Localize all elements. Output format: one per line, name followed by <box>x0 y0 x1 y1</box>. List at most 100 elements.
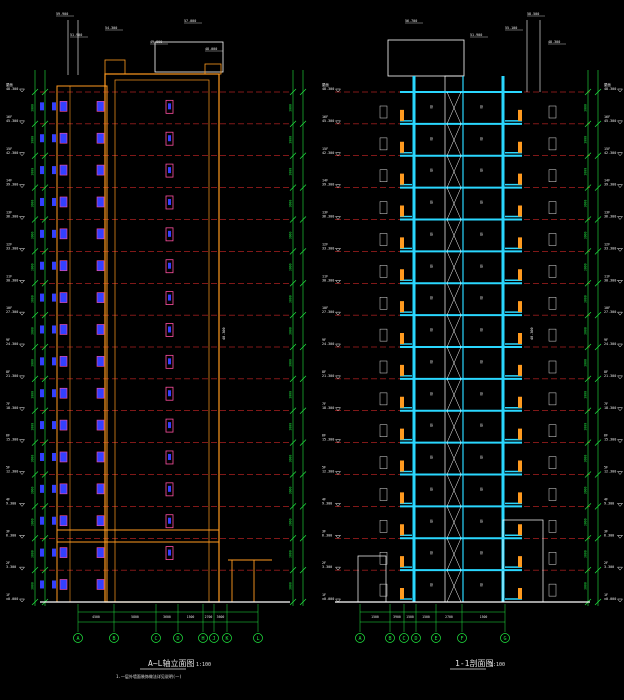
room-label: 卧 <box>430 104 434 109</box>
dimension-tick <box>31 471 39 478</box>
floor-height-dim: 3000 <box>31 359 35 367</box>
floor-level: 21.300 <box>322 374 334 378</box>
section-side-window <box>548 552 557 565</box>
room-label: 卧 <box>480 327 484 332</box>
section-side-window <box>379 265 388 278</box>
balcony-rail-right <box>518 173 522 185</box>
room-label: 卧 <box>480 263 484 268</box>
level-triangle <box>616 184 624 189</box>
axis-label: E <box>434 636 437 642</box>
axis-bubble <box>198 633 208 643</box>
dimension-tick <box>41 503 49 510</box>
dimension-tick <box>594 88 602 96</box>
balcony-rail-left <box>400 333 404 344</box>
dimension-tick <box>41 311 49 319</box>
elevation-inner-body <box>114 79 210 603</box>
floor-tag: 10F <box>322 306 328 310</box>
balcony-rail-right <box>518 109 522 121</box>
dimension-tick <box>289 439 297 446</box>
bottom-dim-text: 4500 <box>92 615 100 619</box>
floor-tag: 4F <box>322 497 326 501</box>
axis-bubble <box>253 633 263 643</box>
edge-window <box>40 134 44 143</box>
stair-window-glass <box>168 262 171 269</box>
floor-level: 6.300 <box>6 533 16 537</box>
floor-tag: 5F <box>604 466 608 470</box>
side-window <box>59 483 68 495</box>
dimension-tick <box>584 375 592 383</box>
edge-window <box>52 452 56 461</box>
floor-height-dim: 3000 <box>31 295 35 303</box>
dimension-tick <box>289 566 297 574</box>
section-scale: 1:100 <box>490 662 505 668</box>
dimension-tick <box>299 88 307 96</box>
dimension-tick <box>299 311 307 319</box>
room-label: 卧 <box>480 550 484 555</box>
side-window <box>59 228 68 240</box>
room-label: 卧 <box>430 231 434 236</box>
balcony-rail-left <box>400 173 404 185</box>
stair-window-glass <box>168 485 171 492</box>
dimension-tick <box>594 184 602 191</box>
floor-height-dim: 3000 <box>31 327 35 335</box>
level-triangle <box>616 152 624 157</box>
level-triangle <box>18 566 26 571</box>
bottom-dim-text: 1500 <box>371 615 379 619</box>
stair-tower <box>154 41 224 73</box>
stair-flight <box>446 123 462 156</box>
dimension-tick <box>31 503 39 510</box>
edge-window <box>52 484 56 493</box>
balcony-rail-left <box>400 109 404 121</box>
edge-window <box>40 261 44 270</box>
level-triangle <box>616 88 624 93</box>
level-triangle <box>616 439 624 444</box>
dimension-tick <box>31 280 39 287</box>
floor-height-dim: 3000 <box>289 104 293 112</box>
floor-level: 18.300 <box>6 406 18 410</box>
dimension-tick <box>299 407 307 414</box>
dimension-tick <box>584 280 592 287</box>
floor-height-dim: 3000 <box>31 168 35 176</box>
stair-flight <box>446 91 462 124</box>
level-triangle <box>334 535 342 539</box>
level-triangle <box>334 280 342 284</box>
floor-height-dim: 3000 <box>584 295 588 303</box>
level-triangle <box>334 311 342 316</box>
axis-label: C <box>154 636 157 642</box>
dimension-tick <box>289 216 297 223</box>
stair-window-glass <box>168 422 171 429</box>
section-total-height: 48.300 <box>530 327 534 340</box>
floor-level: 42.300 <box>6 151 18 155</box>
edge-window <box>40 516 44 525</box>
stair-flight <box>446 570 462 603</box>
floor-tag: 5F <box>6 466 10 470</box>
dimension-tick <box>584 248 592 255</box>
floor-tag: 3F <box>604 529 608 533</box>
dimension-tick <box>41 248 49 255</box>
bottom-dim-text: 1500 <box>406 615 414 619</box>
side-window <box>59 132 68 144</box>
bottom-dim-text: 1500 <box>480 615 488 619</box>
section-side-window <box>379 392 388 406</box>
section-side-window <box>548 297 557 310</box>
elevation-main-body <box>104 73 220 603</box>
level-triangle <box>18 311 26 316</box>
dimension-tick <box>594 343 602 351</box>
level-triangle <box>616 248 624 252</box>
stair-window-glass <box>168 517 171 524</box>
stair-flight <box>446 283 462 316</box>
floor-height-dim: 3000 <box>31 136 35 144</box>
floor-tag: 14F <box>322 179 328 183</box>
elevation-title: A~L轴立面图 <box>148 658 194 668</box>
balcony-rail-left <box>400 556 404 568</box>
room-label: 卧 <box>430 327 434 332</box>
side-window <box>59 164 68 176</box>
dimension-tick <box>41 471 49 478</box>
floor-level: 33.300 <box>604 246 616 250</box>
side-window <box>59 356 68 367</box>
section-side-window <box>548 392 557 406</box>
level-triangle <box>334 439 342 444</box>
dimension-tick <box>31 407 39 414</box>
balcony-rail-left <box>400 237 404 249</box>
